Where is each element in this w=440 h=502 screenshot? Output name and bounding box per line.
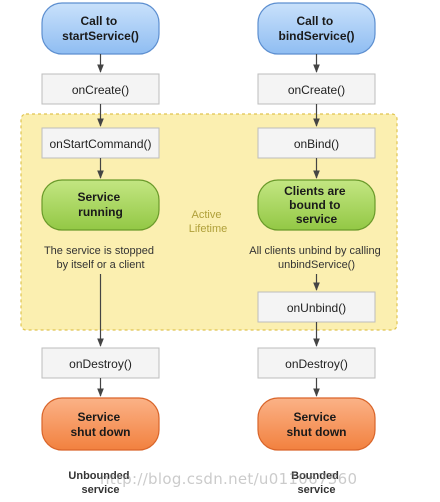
clients-unbind-note: All clients unbind by calling unbindServ…: [249, 245, 384, 271]
right-oncreate-label: onCreate(): [288, 83, 345, 97]
onunbind-label: onUnbind(): [287, 301, 346, 315]
left-ondestroy-label: onDestroy(): [69, 357, 132, 371]
onunbind-box: [257, 291, 376, 323]
onbind-box: [257, 127, 376, 159]
right-shutdown-label: Service shut down: [287, 410, 347, 439]
left-oncreate-label: onCreate(): [72, 83, 129, 97]
clients-bound-node: [257, 179, 376, 231]
onstartcommand-box: [41, 127, 160, 159]
right-oncreate-box: [257, 73, 376, 105]
left-oncreate-box: [41, 73, 160, 105]
left-shutdown-node: [41, 397, 160, 451]
left-shutdown-label: Service shut down: [71, 410, 131, 439]
service-stopped-note: The service is stopped by itself or a cl…: [44, 245, 157, 271]
left-ondestroy-box: [41, 347, 160, 379]
unbounded-service-caption: Unbounded service: [68, 470, 132, 496]
call-bindservice-label: Call to bindService(): [278, 14, 354, 43]
service-running-label: Service running: [77, 190, 123, 219]
onbind-label: onBind(): [294, 137, 339, 151]
service-running-node: [41, 179, 160, 231]
right-ondestroy-label: onDestroy(): [285, 357, 348, 371]
right-shutdown-node: [257, 397, 376, 451]
clients-bound-label: Clients are bound to service: [284, 184, 349, 226]
call-startservice-label: Call to startService(): [62, 14, 139, 43]
active-lifetime-region: [20, 113, 398, 331]
active-lifetime-label: Active Lifetime: [189, 209, 228, 235]
onstartcommand-label: onStartCommand(): [49, 137, 151, 151]
bounded-service-caption: Bounded service: [291, 470, 342, 496]
